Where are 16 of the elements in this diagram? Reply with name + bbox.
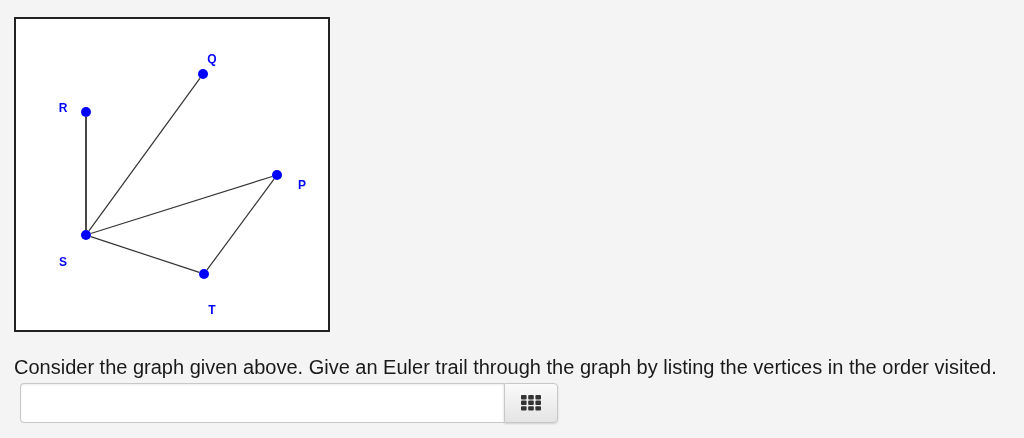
vertex-label: T	[208, 304, 216, 316]
vertex-label: Q	[207, 53, 217, 65]
vertex-dot	[81, 107, 91, 117]
vertex-label: R	[58, 102, 68, 114]
vertex-dot	[272, 170, 282, 180]
graph-edge	[206, 178, 275, 271]
graph-edge	[90, 175, 273, 235]
vertex-label: S	[59, 256, 67, 268]
graph-edge	[90, 235, 200, 274]
graph-edge	[88, 77, 201, 232]
question-text: Consider the graph given above. Give an Euler trail through the graph by listing the vertices in the order visited.	[14, 356, 997, 379]
graph-edge	[85, 116, 87, 231]
vertex-dot	[199, 269, 209, 279]
vertex-label: P	[298, 179, 306, 191]
vertex-dot	[198, 69, 208, 79]
vertex-dot	[81, 230, 91, 240]
